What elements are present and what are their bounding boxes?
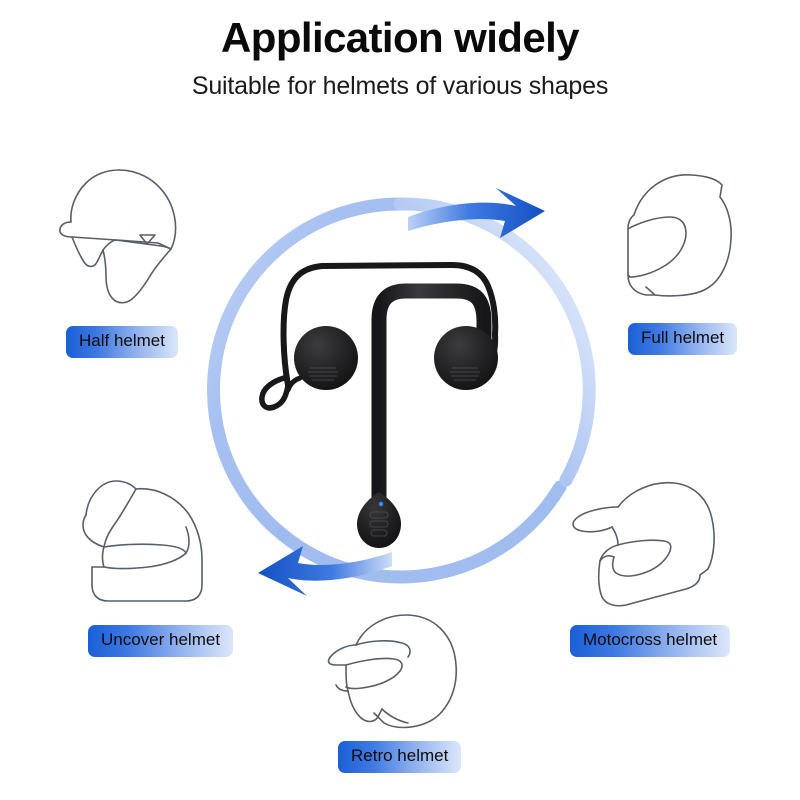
full-helmet-label: Full helmet	[628, 323, 738, 355]
header: Application widely Suitable for helmets …	[0, 0, 800, 101]
retro-helmet-label-wrap: Retro helmet	[338, 741, 462, 773]
top-arrow-icon	[408, 188, 545, 238]
helmet-node-motocross: Motocross helmet	[560, 463, 731, 657]
full-helmet-label-wrap: Full helmet	[628, 323, 738, 355]
half-helmet-icon	[59, 169, 177, 304]
led-indicator	[378, 501, 384, 507]
half-helmet-label: Half helmet	[66, 326, 178, 358]
ring-arc-bottom	[276, 480, 567, 584]
headband-wire	[280, 262, 499, 388]
left-ear-hook	[259, 375, 291, 411]
right-speaker-pod	[434, 326, 498, 390]
page-title: Application widely	[221, 14, 580, 61]
left-cable	[285, 375, 303, 393]
helmet-node-full: Full helmet	[608, 163, 758, 355]
ring-arc-left	[207, 197, 407, 542]
microphone-boom	[371, 283, 492, 506]
retro-helmet-icon	[327, 614, 457, 729]
uncover-helmet-icon	[82, 480, 203, 602]
helmet-node-retro: Retro helmet	[312, 603, 482, 773]
motocross-helmet-icon	[572, 481, 715, 607]
page-subtitle: Suitable for helmets of various shapes	[191, 72, 609, 101]
half-helmet-label-wrap: Half helmet	[66, 326, 178, 358]
right-speaker-grille	[450, 367, 480, 381]
uncover-helmet-label: Uncover helmet	[88, 625, 234, 657]
retro-helmet-label: Retro helmet	[338, 741, 462, 773]
motocross-helmet-label-wrap: Motocross helmet	[570, 625, 731, 657]
bottom-arrow-icon	[258, 546, 392, 596]
control-buttons	[369, 511, 389, 537]
full-helmet-icon	[627, 174, 732, 297]
motocross-helmet-label: Motocross helmet	[570, 625, 731, 657]
left-speaker-grille	[308, 367, 338, 381]
left-speaker-pod	[294, 326, 358, 390]
control-module	[357, 492, 401, 548]
helmet-node-half: Half helmet	[58, 160, 213, 358]
uncover-helmet-label-wrap: Uncover helmet	[88, 625, 234, 657]
helmet-node-uncover: Uncover helmet	[72, 463, 234, 657]
